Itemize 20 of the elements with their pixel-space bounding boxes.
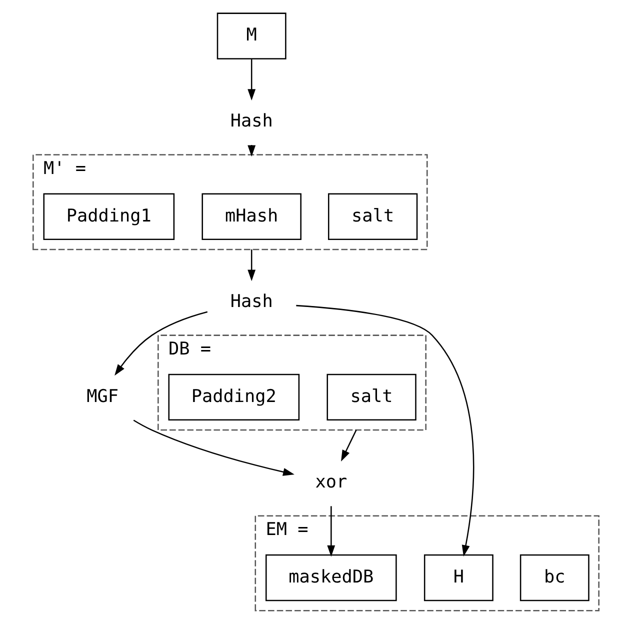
arrow bbox=[247, 249, 256, 282]
node-text: MGF bbox=[86, 386, 118, 407]
node-box: maskedDB bbox=[265, 554, 396, 602]
arrow bbox=[326, 506, 335, 557]
node-box: H bbox=[423, 554, 493, 602]
node-box: salt bbox=[328, 193, 418, 240]
arrow bbox=[340, 430, 356, 462]
node-box: mHash bbox=[201, 193, 301, 240]
node-text: xor bbox=[314, 472, 347, 493]
node-box: salt bbox=[326, 374, 416, 421]
node-box: Padding1 bbox=[42, 193, 174, 240]
node-box: Padding2 bbox=[168, 374, 300, 421]
node-text: Hash bbox=[230, 292, 272, 312]
arrow bbox=[114, 311, 208, 376]
node-text: Hash bbox=[230, 112, 272, 132]
node-box: M bbox=[216, 12, 286, 60]
arrow bbox=[247, 59, 256, 101]
arrow bbox=[132, 420, 294, 476]
arrow bbox=[296, 304, 474, 557]
node-box: bc bbox=[519, 554, 589, 602]
